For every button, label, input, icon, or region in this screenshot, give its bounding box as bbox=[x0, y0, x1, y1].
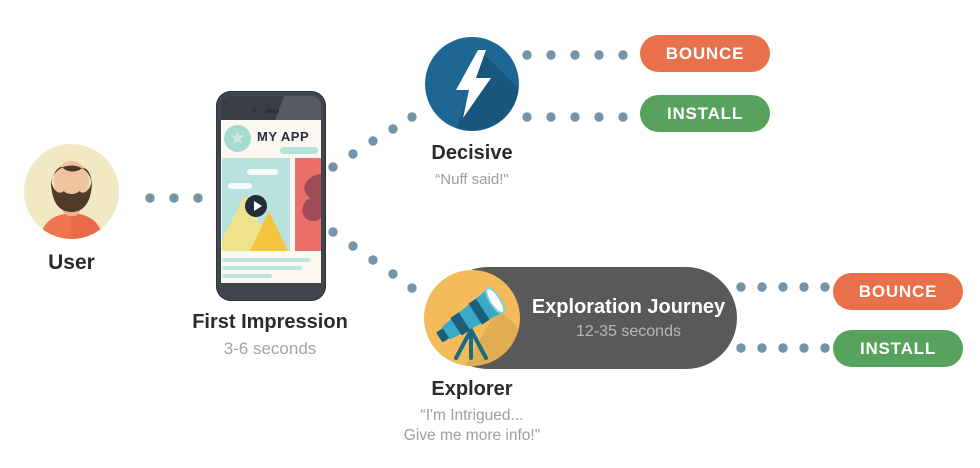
text-placeholder-line bbox=[222, 258, 310, 262]
decisive-caption: Decisive “Nuff said!" bbox=[387, 142, 557, 188]
text-placeholder-line bbox=[222, 266, 302, 270]
phone-screen: ★ MY APP bbox=[221, 120, 321, 283]
journey-duration: 12-35 seconds bbox=[576, 322, 681, 340]
decisive-icon-circle bbox=[425, 37, 519, 131]
telescope-icon bbox=[436, 287, 520, 366]
play-triangle-icon bbox=[254, 201, 262, 211]
mountain-icon bbox=[250, 211, 288, 251]
user-label: User bbox=[48, 251, 95, 274]
user-avatar bbox=[24, 144, 119, 239]
header-pill bbox=[280, 147, 318, 154]
first-impression-duration: 3-6 seconds bbox=[223, 339, 317, 358]
install-button-decisive[interactable]: INSTALL bbox=[640, 95, 770, 132]
first-impression-caption: First Impression 3-6 seconds bbox=[180, 311, 360, 359]
lightning-bolt-icon bbox=[456, 50, 519, 131]
decisive-quote: “Nuff said!" bbox=[435, 171, 509, 188]
phone-speaker-icon bbox=[265, 109, 279, 113]
explorer-title: Explorer bbox=[431, 378, 513, 400]
bounce-button-explorer[interactable]: BOUNCE bbox=[833, 273, 963, 310]
decisive-title: Decisive bbox=[431, 142, 513, 164]
bird-shape-icon bbox=[302, 174, 321, 222]
hero-media-card bbox=[222, 158, 290, 251]
promo-card bbox=[295, 158, 321, 251]
play-button-icon[interactable] bbox=[245, 195, 267, 217]
explorer-caption: Explorer “I'm Intrigued... Give me more … bbox=[372, 378, 572, 446]
app-logo-star-icon: ★ bbox=[224, 125, 251, 152]
cloud-icon bbox=[228, 183, 252, 189]
explorer-icon-circle bbox=[424, 270, 520, 366]
explorer-quote: “I'm Intrigued... Give me more info!" bbox=[403, 407, 541, 444]
first-impression-title: First Impression bbox=[192, 311, 348, 333]
phone-camera-icon bbox=[252, 108, 257, 113]
phone-bezel bbox=[221, 96, 321, 120]
cloud-icon bbox=[247, 169, 278, 175]
journey-title: Exploration Journey bbox=[531, 295, 726, 318]
text-placeholder-line bbox=[222, 274, 272, 278]
phone-mockup: ★ MY APP bbox=[216, 91, 326, 301]
bounce-button-decisive[interactable]: BOUNCE bbox=[640, 35, 770, 72]
app-name: MY APP bbox=[257, 129, 310, 144]
install-button-explorer[interactable]: INSTALL bbox=[833, 330, 963, 367]
